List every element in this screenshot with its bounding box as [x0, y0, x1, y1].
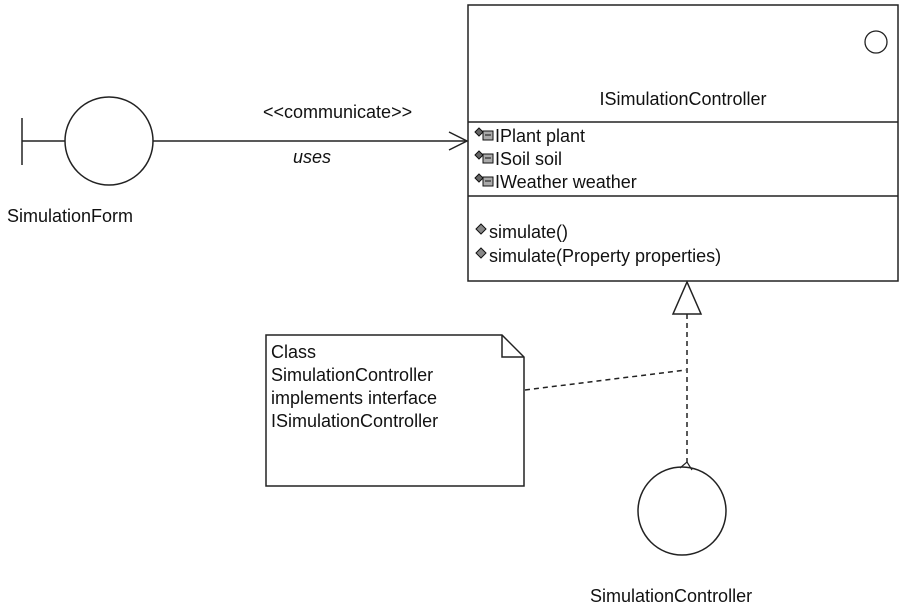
- control-object-simulation-controller[interactable]: [637, 466, 727, 556]
- interface-circle-icon: [864, 30, 888, 54]
- boundary-label: SimulationForm: [7, 206, 134, 226]
- class-operation-text: simulate(): [489, 222, 569, 242]
- communicate-association[interactable]: [153, 131, 469, 151]
- realization-triangle-arrowhead: [671, 280, 703, 315]
- note-shape[interactable]: [265, 334, 525, 487]
- class-operation-text: simulate(Property properties): [489, 246, 722, 266]
- private-attribute-icon: [474, 148, 494, 170]
- realization-relationship[interactable]: [671, 280, 703, 471]
- realization-tail-hook: [679, 461, 693, 471]
- public-operation-icon: [474, 245, 488, 267]
- note-folded-corner: [501, 335, 524, 358]
- class-attribute-text: ISoil soil: [495, 149, 563, 169]
- boundary-circle: [64, 96, 154, 186]
- boundary-object-simulation-form[interactable]: [21, 96, 154, 186]
- class-attribute-row[interactable]: IPlant plant: [474, 125, 585, 147]
- class-box-outline: [467, 4, 899, 282]
- association-stereotype-label: <<communicate>>: [263, 102, 413, 122]
- class-attribute-text: IPlant plant: [495, 126, 586, 146]
- control-circle: [637, 466, 727, 556]
- class-operation-row[interactable]: simulate(): [474, 221, 568, 243]
- interface-class-box[interactable]: [467, 4, 899, 282]
- public-operation-icon: [474, 221, 488, 243]
- association-arrowhead: [448, 131, 469, 151]
- note-text-line: SimulationController: [271, 365, 434, 385]
- note-anchor-dashed-line: [524, 369, 687, 391]
- class-attribute-row[interactable]: ISoil soil: [474, 148, 562, 170]
- class-attribute-text: IWeather weather: [495, 172, 637, 192]
- interface-class-name: ISimulationController: [599, 89, 767, 109]
- note-text-line: implements interface: [271, 388, 438, 408]
- note-outline: [265, 334, 525, 487]
- class-operation-row[interactable]: simulate(Property properties): [474, 245, 721, 267]
- note-text-line: Class: [271, 342, 317, 362]
- private-attribute-icon: [474, 171, 494, 193]
- note-text-line: ISimulationController: [271, 411, 439, 431]
- class-attribute-row[interactable]: IWeather weather: [474, 171, 637, 193]
- private-attribute-icon: [474, 125, 494, 147]
- association-role-label: uses: [293, 147, 332, 167]
- control-label: SimulationController: [590, 586, 753, 606]
